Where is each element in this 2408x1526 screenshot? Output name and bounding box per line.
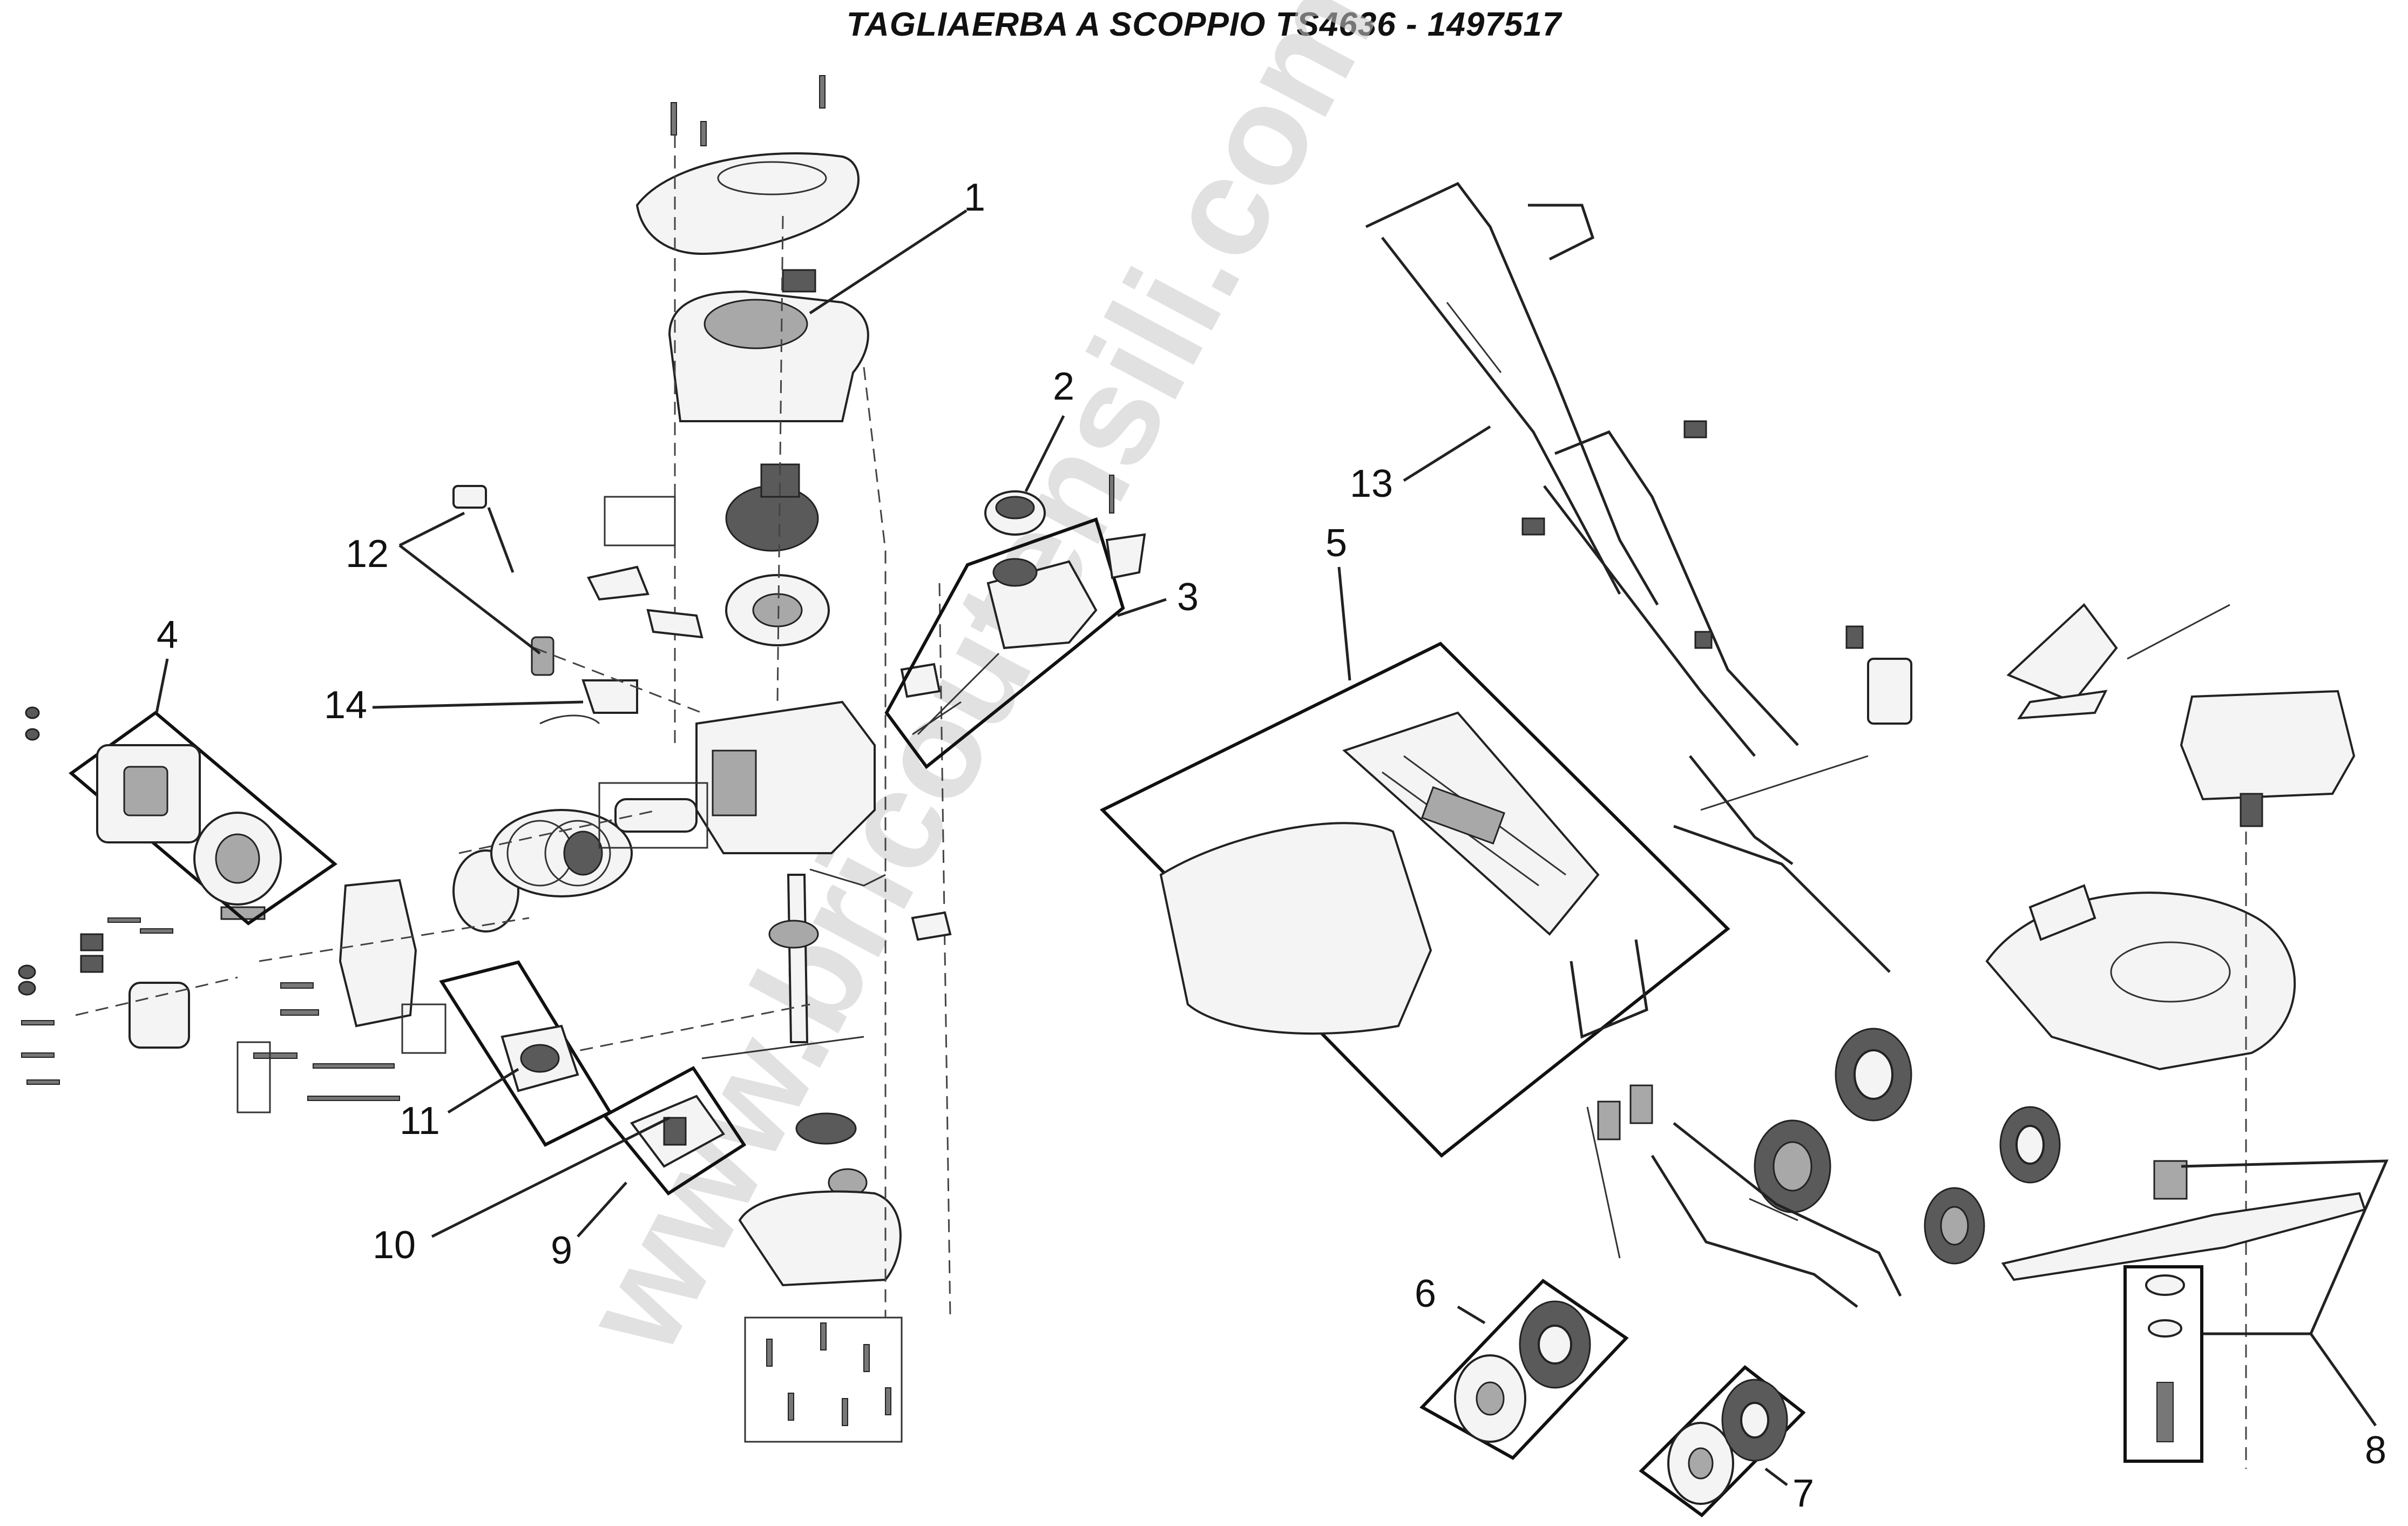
piston	[563, 830, 603, 876]
callout-5: 5	[1325, 522, 1347, 565]
crankshaft	[787, 874, 809, 1043]
blade-bolt-box	[2123, 1265, 2203, 1463]
group-3-fuel-tank	[884, 517, 1125, 769]
group-4-air-filter	[69, 711, 337, 926]
fuel-cap-small	[992, 558, 1038, 587]
blade-adapter	[2153, 1160, 2188, 1200]
group-8-blade	[2001, 1160, 2366, 1463]
callout-13: 13	[1350, 462, 1393, 505]
handle-upper	[1365, 181, 1659, 606]
mower-frame	[1365, 181, 2356, 1469]
group-7-wheel-set	[1639, 1365, 1806, 1517]
callout-9: 9	[551, 1229, 572, 1272]
callout-14: 14	[324, 684, 367, 727]
group-9-housing	[602, 1066, 747, 1196]
engine-mini	[2180, 690, 2356, 801]
camshaft-gear	[795, 1112, 857, 1145]
callout-3: 3	[1177, 576, 1199, 619]
ignition-coil	[581, 679, 638, 714]
handle-knob	[1521, 517, 1545, 536]
callout-6: 6	[1415, 1272, 1436, 1315]
diagram-title: TAGLIAERBA A SCOPPIO TS4636 - 1497517	[846, 6, 1562, 43]
callout-11: 11	[400, 1099, 440, 1143]
group-5-grass-catcher	[1099, 642, 1730, 1158]
callout-1: 1	[964, 176, 985, 219]
piston-rings	[490, 809, 633, 897]
handle-lower	[1554, 430, 1799, 746]
top-screws	[671, 75, 826, 146]
muffler	[128, 982, 190, 1049]
callout-8: 8	[2365, 1429, 2386, 1472]
grass-bag	[1159, 822, 1432, 1035]
crankcase-base	[738, 1190, 902, 1287]
dipstick	[452, 485, 515, 573]
callout-numbers: 1 2 3 4 5 6 7 8 9 10 11 12 13 14	[157, 176, 2386, 1515]
muffler-screws	[21, 917, 173, 1085]
brake-lever	[587, 565, 650, 601]
head-bolts	[253, 982, 400, 1101]
group-11-carburetor	[439, 960, 613, 1147]
blade-washer	[2145, 1274, 2185, 1296]
fuel-cap	[984, 490, 1046, 536]
nut	[80, 933, 104, 951]
starter-handle	[782, 269, 816, 293]
starter-grille	[704, 299, 808, 349]
callout-10: 10	[373, 1224, 416, 1267]
piston-group	[452, 782, 708, 933]
base-screws	[766, 1322, 891, 1426]
tank-bracket	[1105, 533, 1146, 579]
connecting-rod-box	[598, 782, 708, 849]
engine-top-cover	[635, 152, 860, 255]
throttle-bracket	[900, 663, 941, 698]
leader-lines	[155, 209, 2389, 1486]
bolt-detail-box	[236, 1041, 271, 1113]
base-screws-group	[744, 1316, 903, 1443]
connecting-rod	[614, 798, 698, 833]
cylinder-head	[339, 879, 417, 1028]
engine-assembly	[18, 75, 952, 1443]
brake-detail-box	[604, 496, 676, 546]
group-6-wheel-set	[1419, 1279, 1629, 1460]
brake-pad	[646, 609, 704, 639]
blade-bolt	[2156, 1382, 2174, 1442]
cylinder-bore	[712, 750, 757, 816]
callout-2: 2	[1053, 365, 1074, 408]
rear-flap	[2006, 603, 2118, 704]
callout-4: 4	[157, 613, 178, 657]
oil-fill-tube	[531, 636, 554, 676]
cover-recess	[717, 161, 827, 195]
rear-wheels	[1754, 1028, 2061, 1265]
callout-12: 12	[346, 532, 389, 576]
bolt-detail-box-2	[401, 1003, 447, 1054]
callout-7: 7	[1793, 1472, 1814, 1515]
handle-bracket	[1867, 658, 1912, 725]
governor-arm	[911, 911, 952, 941]
